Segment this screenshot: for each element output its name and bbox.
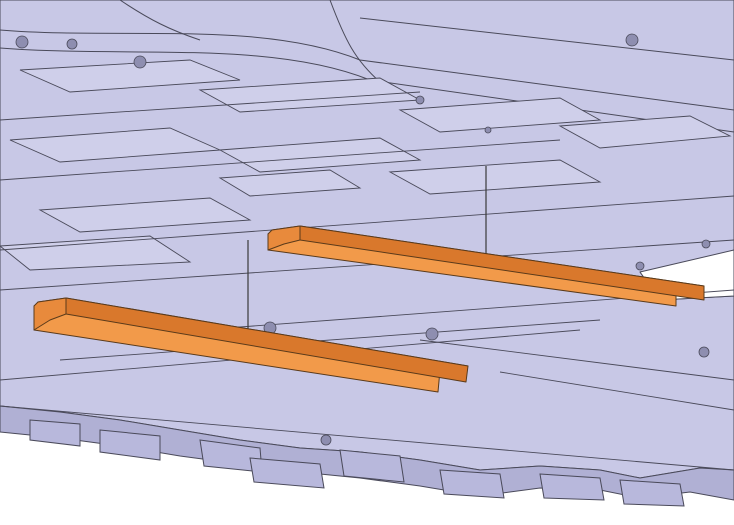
panel <box>218 169 362 197</box>
floor-panels <box>0 59 732 271</box>
fastener <box>133 55 147 69</box>
rail-rear-end <box>267 225 301 251</box>
top-cross-member <box>0 0 734 133</box>
fastener <box>66 38 78 50</box>
panel <box>218 137 422 173</box>
fastener <box>635 261 645 271</box>
highlighted-rails <box>33 225 705 393</box>
rail-rear <box>267 225 705 307</box>
bracket <box>99 429 161 461</box>
rail-front <box>33 297 469 393</box>
panel <box>398 97 602 133</box>
bracket <box>29 419 81 447</box>
bracket <box>339 449 405 483</box>
fastener <box>625 33 639 47</box>
leader-lines <box>247 166 487 330</box>
fasteners <box>15 33 711 446</box>
rail-front-end <box>33 297 67 331</box>
fastener <box>320 434 332 446</box>
panel <box>388 159 602 195</box>
underside-brackets <box>29 419 685 507</box>
fastener <box>15 35 29 49</box>
bracket <box>539 473 605 501</box>
fastener <box>701 239 711 249</box>
bracket <box>249 457 325 489</box>
fastener <box>425 327 439 341</box>
panel <box>19 59 241 93</box>
fastener <box>698 346 710 358</box>
fastener <box>415 95 425 105</box>
panel <box>38 197 252 233</box>
panel <box>558 115 732 149</box>
panel <box>0 235 192 271</box>
bracket <box>619 479 685 507</box>
bracket <box>439 469 505 499</box>
fastener <box>484 126 492 134</box>
